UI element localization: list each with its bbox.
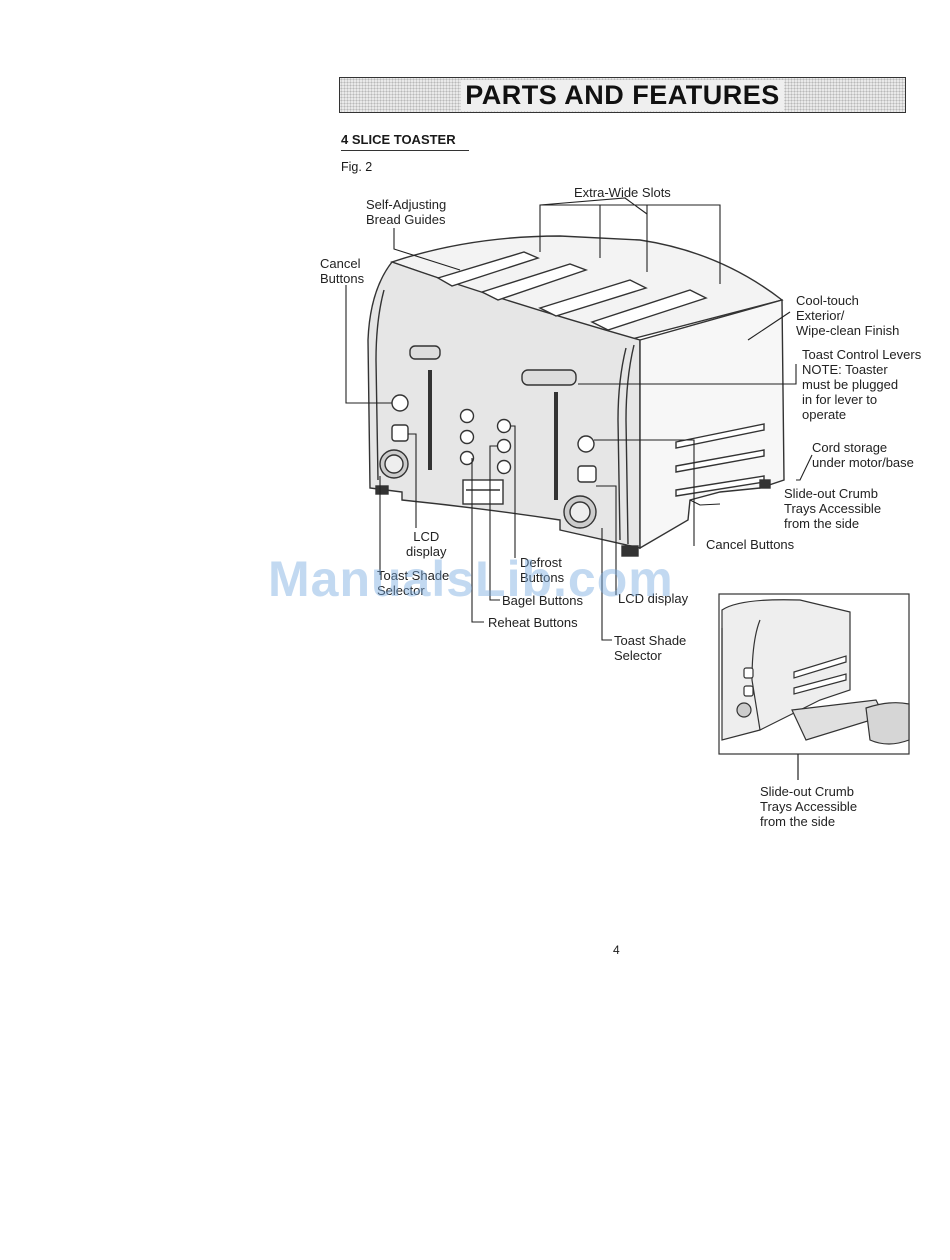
section-title: PARTS AND FEATURES [461,79,784,111]
label-lcd-display-right: LCD display [618,591,689,606]
slot-3 [538,279,648,317]
slot-1 [436,251,540,287]
lever-right [521,369,577,386]
section-title-bar: PARTS AND FEATURES [339,77,906,113]
label-cord-storage: Cord storage under motor/base [812,440,914,470]
label-inset-crumb-trays: Slide-out Crumb Trays Accessible from th… [760,784,858,829]
label-bread-guides: Self-Adjusting Bread Guides [366,197,447,227]
figure-label: Fig. 2 [341,160,373,174]
label-defrost-buttons: Defrost Buttons [520,555,565,585]
label-cancel-buttons-right: Cancel Buttons [706,537,795,552]
label-cancel-buttons-left: Cancel Buttons [320,256,365,286]
lcd-right [577,465,597,483]
label-toast-control-levers: Toast Control Levers NOTE: Toaster must … [802,347,922,422]
label-toast-shade-selector-right: Toast Shade Selector [614,633,687,663]
center-display [462,479,504,505]
label-cool-touch: Cool-touch Exterior/ Wipe-clean Finish [796,293,900,338]
page-number: 4 [613,943,620,957]
label-reheat-buttons: Reheat Buttons [488,615,578,630]
slot-4 [590,289,708,331]
label-crumb-trays: Slide-out Crumb Trays Accessible from th… [784,486,882,531]
lcd-left [391,424,409,442]
subsection-title: 4 SLICE TOASTER [341,132,469,151]
slot-2 [480,263,589,301]
label-toast-shade-selector-left: Toast Shade Selector [377,568,450,598]
cancel-button-left [391,394,409,412]
label-extra-wide-slots: Extra-Wide Slots [574,185,671,200]
label-bagel-buttons: Bagel Buttons [502,593,583,608]
watermark: ManualsLib.com [268,551,674,607]
label-lcd-display-left: LCD display [406,529,447,559]
toaster-side [639,299,785,550]
lever-left [409,345,441,360]
cancel-button-right [577,435,595,453]
